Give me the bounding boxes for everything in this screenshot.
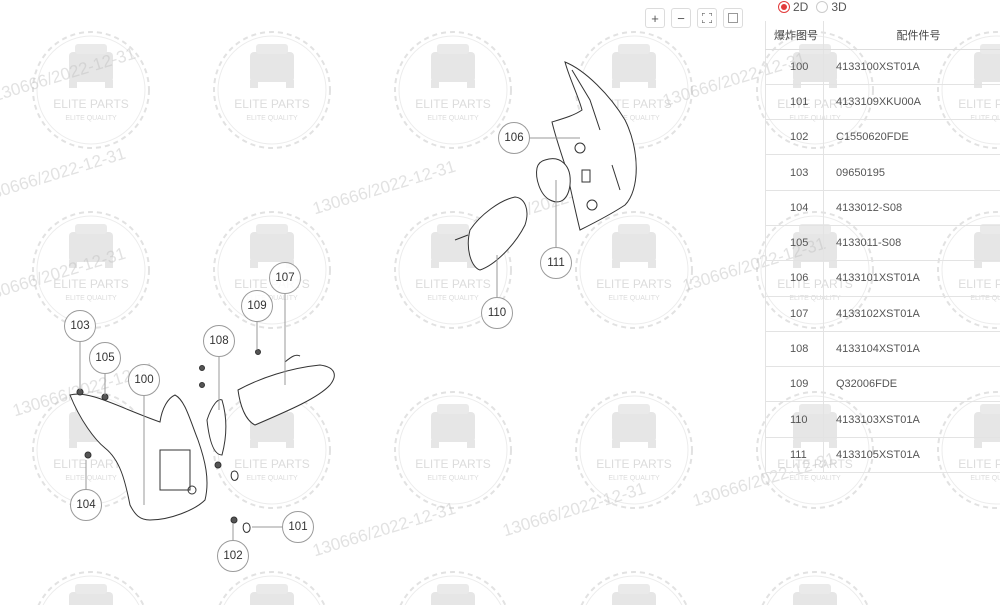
callout-102[interactable]: 102: [217, 540, 249, 572]
table-header-row: 爆炸图号 配件件号: [765, 21, 1000, 50]
callout-107[interactable]: 107: [269, 262, 301, 294]
part-cell: Q32006FDE: [823, 366, 1000, 403]
part-cell: 4133102XST01A: [823, 296, 1000, 332]
part-cell: 4133011-S08: [823, 225, 1000, 262]
callout-104[interactable]: 104: [70, 489, 102, 521]
part-cell: 09650195: [823, 154, 1000, 191]
callout-108[interactable]: 108: [203, 325, 235, 357]
zoom-out-button[interactable]: −: [671, 8, 691, 28]
taillamp-parts-drawing: [69, 61, 637, 540]
part-cell: 4133100XST01A: [823, 49, 1000, 85]
radio-2d-label: 2D: [793, 0, 809, 14]
ref-cell: 111: [765, 437, 824, 474]
part-cell: 4133012-S08: [823, 190, 1000, 226]
radio-dot-icon: [778, 1, 790, 13]
radio-2d[interactable]: 2D: [778, 0, 808, 14]
zoom-in-button[interactable]: +: [645, 8, 665, 28]
ref-cell: 110: [765, 401, 824, 438]
callout-110[interactable]: 110: [481, 297, 513, 329]
part-cell: 4133103XST01A: [823, 401, 1000, 438]
part-cell: C1550620FDE: [823, 119, 1000, 156]
callout-109[interactable]: 109: [241, 290, 273, 322]
callout-103[interactable]: 103: [64, 310, 96, 342]
callout-111[interactable]: 111: [540, 247, 572, 279]
callout-105[interactable]: 105: [89, 342, 121, 374]
radio-3d[interactable]: 3D: [816, 0, 847, 14]
ref-cell: 108: [765, 331, 824, 368]
callout-100[interactable]: 100: [128, 364, 160, 396]
ref-cell: 107: [765, 296, 824, 332]
ref-cell: 104: [765, 190, 824, 226]
ref-cell: 103: [765, 154, 824, 191]
ref-cell: 105: [765, 225, 824, 262]
radio-3d-label: 3D: [831, 0, 847, 14]
callout-101[interactable]: 101: [282, 511, 314, 543]
part-cell: 4133109XKU00A: [823, 84, 1000, 121]
part-cell: 4133104XST01A: [823, 331, 1000, 368]
ref-cell: 101: [765, 84, 824, 121]
view-mode-toggle: 2D 3D: [778, 0, 847, 14]
callout-106[interactable]: 106: [498, 122, 530, 154]
ref-cell: 109: [765, 366, 824, 403]
column-header-part: 配件件号: [823, 21, 1000, 50]
ref-cell: 100: [765, 49, 824, 85]
column-header-ref: 爆炸图号: [765, 21, 824, 50]
part-cell: 4133101XST01A: [823, 260, 1000, 297]
ref-cell: 102: [765, 119, 824, 156]
exploded-diagram[interactable]: 103 105 100 108 109 107 106 111 110 104 …: [0, 0, 765, 605]
fullscreen-button[interactable]: [723, 8, 743, 28]
fullscreen-icon: [728, 13, 738, 23]
fit-view-button[interactable]: [697, 8, 717, 28]
radio-dot-icon: [816, 1, 829, 13]
fit-view-icon: [702, 13, 712, 23]
diagram-toolbar: + −: [645, 8, 743, 28]
ref-cell: 106: [765, 260, 824, 297]
part-cell: 4133105XST01A: [823, 437, 1000, 474]
